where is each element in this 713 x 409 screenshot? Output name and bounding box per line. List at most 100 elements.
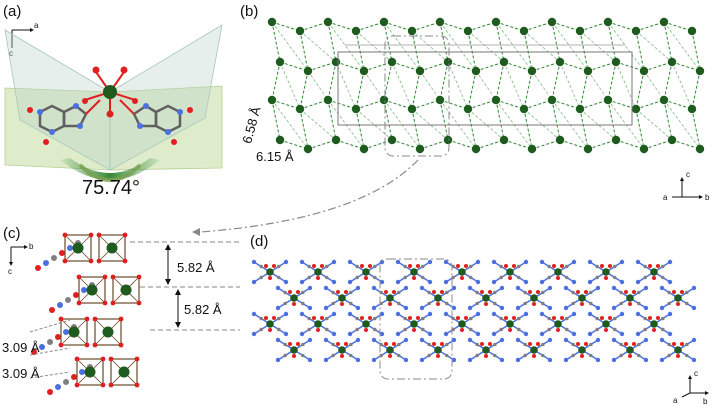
carbon-atom bbox=[301, 301, 305, 306]
carbon-atom bbox=[493, 353, 497, 358]
bond-vertical bbox=[607, 99, 617, 141]
oxygen-atom bbox=[504, 264, 508, 268]
carbon-atom bbox=[637, 342, 641, 347]
nitrogen-atom bbox=[403, 337, 409, 343]
panel-b: (b) 6.58 Å 6.15 Å c a b bbox=[239, 3, 710, 202]
nitrogen-atom bbox=[691, 357, 697, 363]
carbon-atom bbox=[301, 353, 305, 358]
oxygen-atom bbox=[600, 264, 604, 268]
metal-node bbox=[667, 57, 677, 67]
bond-vertical bbox=[523, 30, 533, 72]
bond-diagonal bbox=[383, 21, 421, 72]
nitrogen-atom bbox=[283, 259, 289, 265]
oxygen-atom bbox=[484, 354, 488, 358]
connector-arrowhead bbox=[192, 228, 200, 236]
oxygen-atom bbox=[360, 264, 364, 268]
bond-horizontal bbox=[271, 21, 301, 32]
bond-diagonal bbox=[587, 70, 609, 101]
layer-spacing-2: 5.82 Å bbox=[184, 302, 222, 317]
nitrogen-atom bbox=[667, 331, 673, 337]
metal-node bbox=[323, 17, 333, 27]
oxygen-atom bbox=[320, 316, 324, 320]
nitrogen-atom bbox=[595, 285, 601, 291]
nitrogen-atom bbox=[563, 305, 569, 311]
oxygen-atom bbox=[432, 290, 436, 294]
bond-vertical bbox=[579, 30, 589, 72]
panel-d: (d) c b a bbox=[250, 233, 709, 406]
oxygen-atom bbox=[512, 316, 516, 320]
oxygen-atom bbox=[560, 264, 564, 268]
carbon-atom bbox=[565, 327, 569, 332]
carbon-atom bbox=[445, 290, 449, 295]
nitrogen-atom bbox=[347, 259, 353, 265]
metal-node bbox=[554, 320, 562, 328]
bond-diagonal bbox=[335, 61, 357, 110]
carbon-atom bbox=[619, 290, 623, 295]
bond-vertical bbox=[439, 61, 449, 101]
octahedron-oxygen bbox=[62, 258, 68, 264]
nitrogen-atom bbox=[275, 357, 281, 363]
oxygen-atom bbox=[624, 290, 628, 294]
carbon-atom bbox=[307, 264, 312, 269]
carbon-atom bbox=[277, 264, 281, 269]
metal-node bbox=[415, 144, 425, 154]
carbon-atom bbox=[277, 316, 281, 321]
bond-vertical bbox=[691, 108, 701, 150]
metal-node bbox=[338, 294, 346, 302]
oxygen-atom bbox=[456, 264, 460, 268]
oxygen-atom bbox=[360, 316, 364, 320]
metal-node bbox=[530, 346, 538, 354]
carbon-atom bbox=[475, 290, 480, 295]
bond-diagonal bbox=[355, 30, 393, 63]
nitrogen-atom bbox=[499, 337, 505, 343]
octahedron-oxygen bbox=[84, 316, 90, 322]
metal-node bbox=[674, 294, 682, 302]
carbon-atom bbox=[355, 275, 360, 280]
octahedron-oxygen bbox=[136, 300, 142, 306]
bond-horizontal bbox=[335, 139, 365, 150]
oxygen-atom bbox=[408, 264, 412, 268]
nitrogen-atom bbox=[419, 357, 425, 363]
octahedron-frame bbox=[76, 358, 104, 386]
carbon-atom bbox=[325, 275, 329, 280]
oxygen-atom bbox=[580, 302, 584, 306]
carbon-atom bbox=[259, 316, 264, 321]
carbon-atom bbox=[325, 264, 329, 269]
nitrogen-atom bbox=[611, 337, 617, 343]
metal-node bbox=[303, 66, 313, 76]
octahedron-oxygen bbox=[74, 356, 80, 362]
panel-b-axis-c: c bbox=[686, 170, 690, 179]
octahedron-oxygen bbox=[110, 274, 116, 280]
carbon-atom bbox=[547, 327, 551, 332]
bond-diagonal bbox=[635, 30, 673, 63]
carbon-atom bbox=[355, 327, 360, 332]
oxygen-atom bbox=[584, 290, 588, 294]
panel-b-network bbox=[267, 17, 705, 154]
nitrogen-atom bbox=[419, 285, 425, 291]
panel-c-label: (c) bbox=[3, 225, 21, 242]
bond-horizontal bbox=[391, 139, 421, 150]
bond-diagonal bbox=[307, 70, 329, 101]
carbon-atom bbox=[283, 353, 288, 358]
carbon-atom bbox=[427, 353, 432, 358]
carbon-atom bbox=[475, 342, 480, 347]
bond-horizontal bbox=[299, 99, 329, 110]
chain-atom bbox=[55, 334, 61, 340]
nitrogen-atom bbox=[619, 331, 625, 337]
oxygen-atom bbox=[532, 302, 536, 306]
bond-horizontal bbox=[559, 139, 589, 150]
bond-diagonal bbox=[391, 61, 413, 110]
nitrogen-atom bbox=[491, 259, 497, 265]
nitrogen-atom bbox=[355, 357, 361, 363]
metal-node bbox=[519, 26, 529, 36]
nitrogen-atom bbox=[299, 331, 305, 337]
bond-diagonal bbox=[299, 108, 337, 141]
carbon-atom bbox=[283, 290, 288, 295]
chain-atom bbox=[63, 379, 69, 385]
carbon-atom bbox=[643, 264, 647, 269]
octahedron-metal bbox=[86, 284, 98, 296]
bond-horizontal bbox=[411, 21, 441, 32]
bond-vertical bbox=[691, 70, 701, 110]
carbon-atom bbox=[547, 316, 551, 321]
bond-horizontal bbox=[503, 139, 533, 150]
